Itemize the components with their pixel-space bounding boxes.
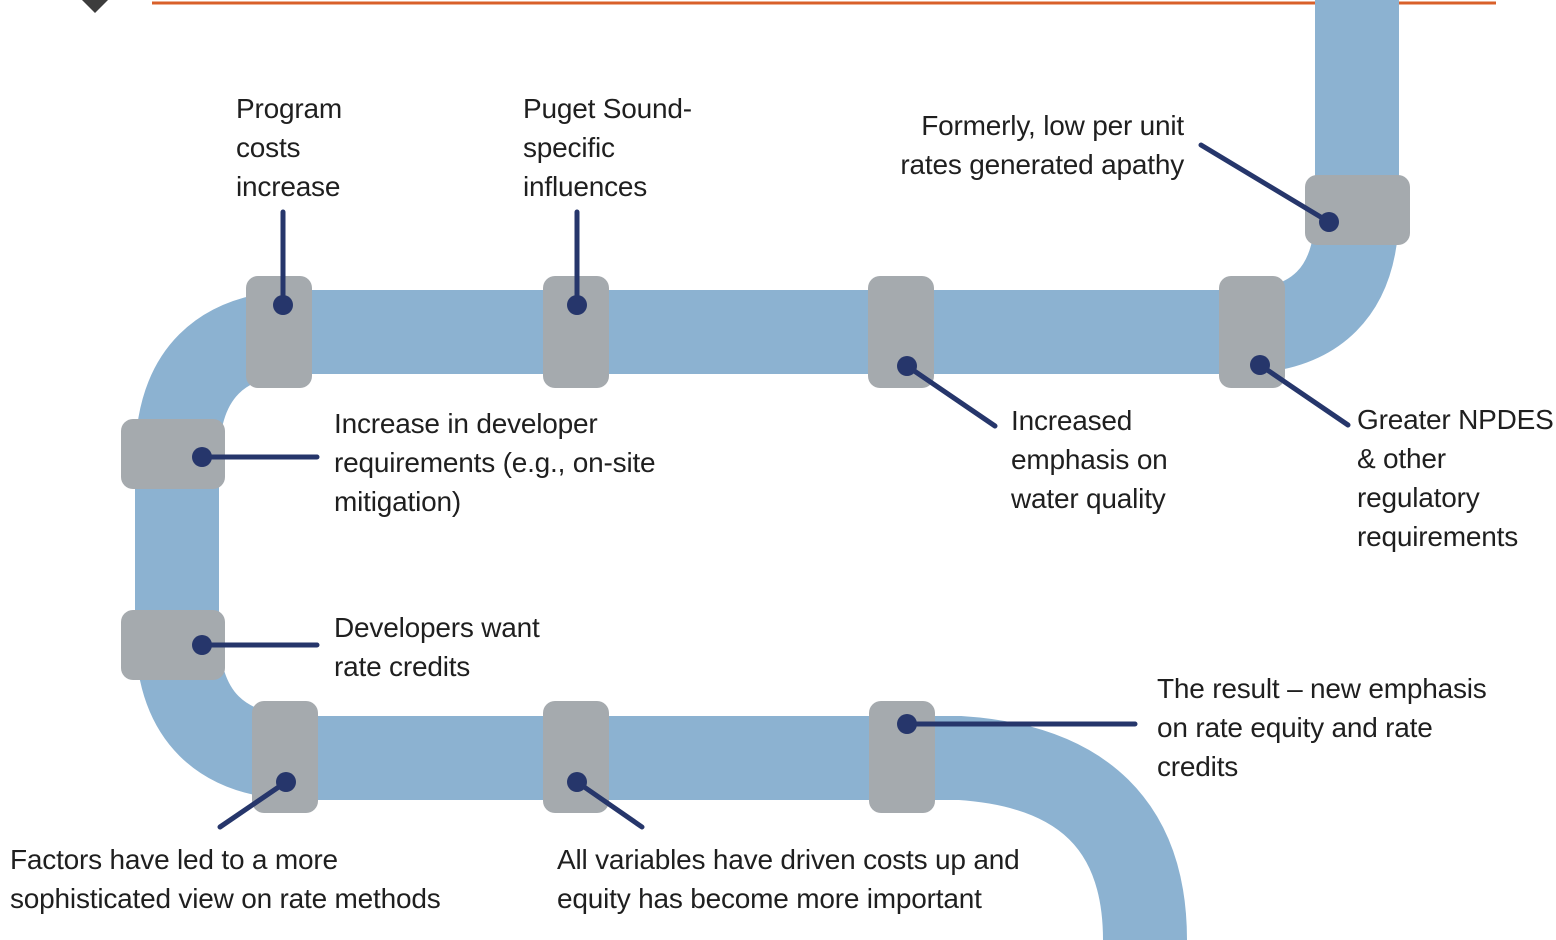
coupling	[121, 610, 225, 680]
coupling	[246, 276, 312, 388]
label-formerly-low-rates: Formerly, low per unit rates generated a…	[900, 110, 1184, 180]
label-program-costs: Program costs increase	[236, 93, 342, 202]
coupling	[121, 419, 225, 489]
connector-result	[897, 714, 1138, 734]
label-developers-rate-credits: Developers want rate credits	[334, 612, 540, 682]
connector-water-quality	[897, 356, 998, 429]
label-puget-sound-influences: Puget Sound- specific influences	[523, 93, 692, 202]
coupling	[869, 701, 935, 813]
coupling	[868, 276, 934, 388]
label-result: The result – new emphasis on rate equity…	[1157, 673, 1487, 782]
coupling	[543, 276, 609, 388]
connector-costs-up	[567, 772, 645, 830]
connectors	[192, 142, 1351, 830]
connector-puget-sound	[567, 209, 587, 315]
label-npdes-requirements: Greater NPDES & other regulatory require…	[1357, 404, 1554, 552]
coupling	[543, 701, 609, 813]
connector-npdes	[1250, 355, 1351, 428]
connector-developer-requirements	[192, 447, 320, 467]
header-bullet-icon	[82, 0, 108, 13]
connector-sophisticated-view	[217, 772, 296, 830]
connector-formerly-low-rates	[1198, 142, 1339, 232]
connector-developers-credits	[192, 635, 320, 655]
coupling	[1305, 175, 1410, 245]
coupling	[252, 701, 318, 813]
label-water-quality: Increased emphasis on water quality	[1011, 405, 1168, 514]
connector-program-costs	[273, 209, 293, 315]
label-sophisticated-view: Factors have led to a more sophisticated…	[10, 844, 441, 914]
label-developer-requirements: Increase in developer requirements (e.g.…	[334, 408, 656, 517]
label-costs-up-equity: All variables have driven costs up and e…	[557, 844, 1020, 914]
coupling	[1219, 276, 1285, 388]
